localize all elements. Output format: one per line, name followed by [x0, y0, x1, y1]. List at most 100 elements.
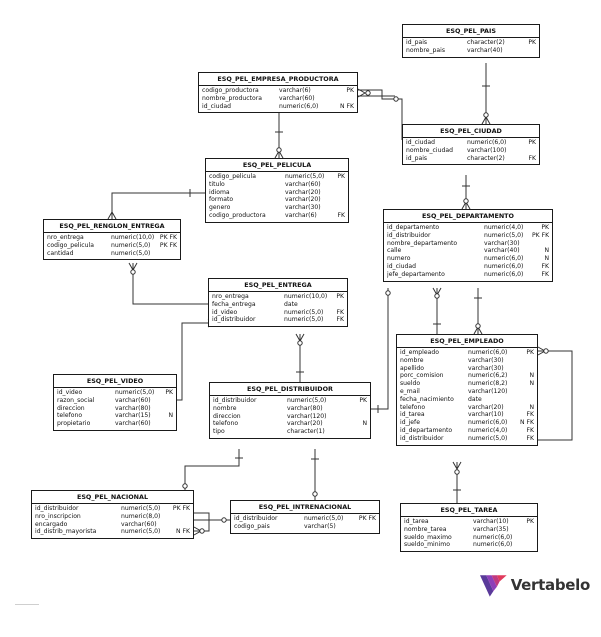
relation-empleado-jefe: [538, 350, 573, 441]
column-name: codigo_productora: [209, 211, 266, 219]
column-name: propietario: [57, 420, 91, 428]
column-name: telefono: [57, 412, 83, 420]
column-type: varchar(20): [285, 188, 321, 196]
column-key: PK: [359, 397, 367, 404]
column-type: numeric(10,0): [284, 293, 327, 300]
column-name: calle: [387, 247, 402, 255]
column-key: [510, 388, 534, 396]
column-name: sueldo_maximo: [404, 533, 452, 541]
column-key: PK FK: [358, 515, 376, 522]
column-type: date: [284, 300, 298, 308]
column-key: [340, 413, 367, 421]
column-key: [340, 405, 367, 413]
column-name: codigo_pais: [234, 522, 270, 530]
column-name: fecha_entrega: [212, 300, 256, 308]
column-name: id_pais: [406, 39, 428, 46]
column-name: razon_social: [57, 396, 95, 404]
column-name: apellido: [400, 364, 425, 372]
relation-renglon-entrega: [132, 263, 208, 305]
column-name: id_ciudad: [202, 102, 231, 110]
column-name: fecha_nacimiento: [400, 395, 454, 403]
table-row[interactable]: fecha_entrega date: [212, 301, 344, 309]
column-name: codigo_pelicula: [47, 241, 94, 249]
column-type: numeric(8,0): [121, 512, 161, 520]
